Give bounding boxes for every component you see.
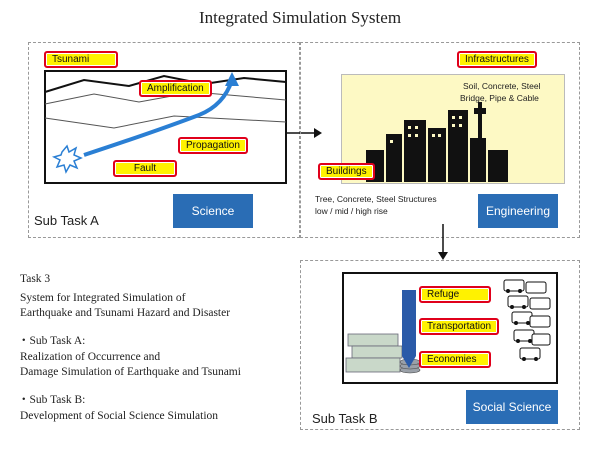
science-button[interactable]: Science: [173, 194, 253, 228]
tsunami-label: Tsunami: [44, 51, 118, 68]
transportation-label: Transportation: [419, 318, 500, 335]
subtask-a-desc-line1: Realization of Occurrence and: [20, 351, 161, 363]
subtask-a-heading: ・Sub Task A:: [18, 335, 86, 347]
money-cars-illustration: [345, 279, 551, 374]
fault-label: Fault: [113, 160, 177, 177]
amplification-label: Amplification: [139, 80, 212, 97]
infrastructure-materials-line2: Bridge, Pipe & Cable: [460, 93, 539, 103]
task-desc-line2: Earthquake and Tsunami Hazard and Disast…: [20, 307, 231, 319]
subtask-b-desc-line1: Development of Social Science Simulation: [20, 410, 219, 422]
propagation-label: Propagation: [178, 137, 248, 154]
subtask-b-heading: ・Sub Task B:: [18, 394, 86, 406]
subtask-b-panel: [300, 260, 580, 430]
arrow-right-icon: [286, 128, 322, 138]
engineering-button[interactable]: Engineering: [478, 194, 558, 228]
subtask-a-desc-line2: Damage Simulation of Earthquake and Tsun…: [20, 366, 241, 378]
subtask-a-panel: [28, 42, 300, 238]
task-desc-line1: System for Integrated Simulation of: [20, 292, 186, 304]
page-title: Integrated Simulation System: [198, 8, 402, 27]
infrastructures-label: Infrastructures: [457, 51, 537, 68]
engineering-panel: [300, 42, 580, 238]
arrow-down-icon: [438, 224, 448, 260]
subtask-a-label: Sub Task A: [34, 213, 99, 228]
subtask-b-label: Sub Task B: [312, 411, 378, 426]
building-structures-line1: Tree, Concrete, Steel Structures: [315, 194, 437, 204]
social-science-button[interactable]: Social Science: [466, 390, 558, 424]
refuge-label: Refuge: [419, 286, 491, 303]
economies-label: Economies: [419, 351, 491, 368]
infrastructure-materials-line1: Soil, Concrete, Steel: [463, 81, 541, 91]
task-heading: Task 3: [20, 273, 51, 285]
city-skyline-icon: [366, 102, 508, 182]
buildings-label: Buildings: [318, 163, 375, 180]
building-structures-line2: low / mid / high rise: [315, 206, 388, 216]
